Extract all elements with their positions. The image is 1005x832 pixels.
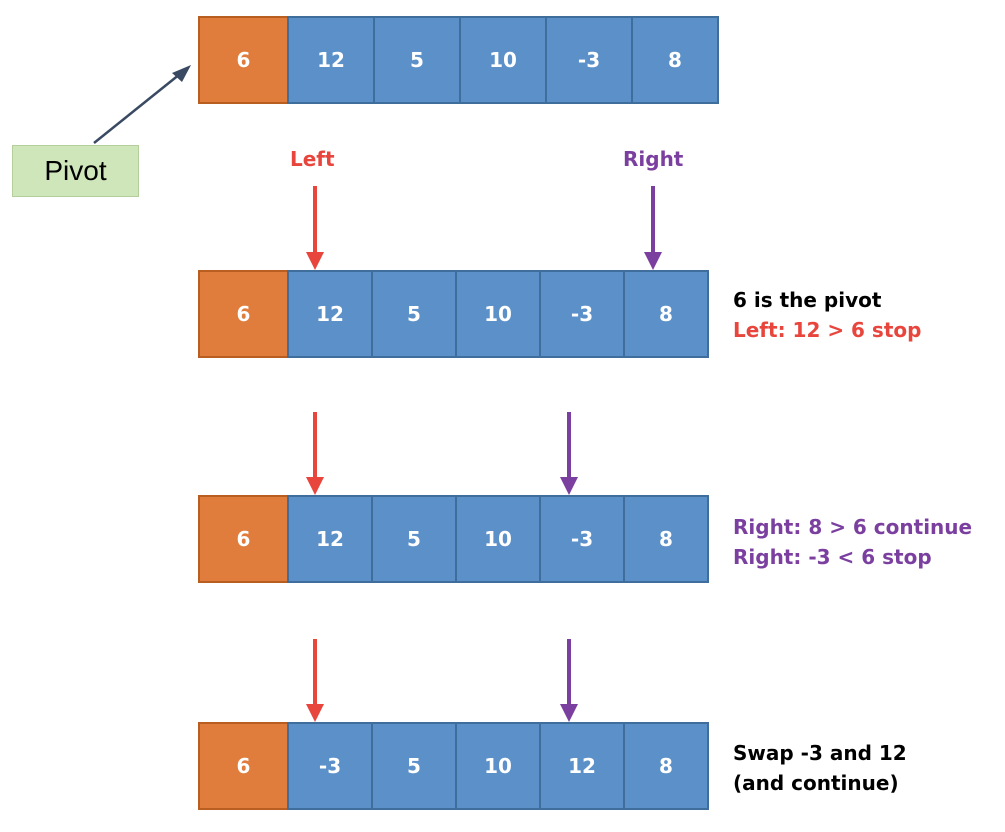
step3-note: Swap -3 and 12 (and continue) <box>733 738 907 798</box>
array-cell: -3 <box>539 270 625 358</box>
array-cell: 12 <box>287 16 375 104</box>
step3-note-line2: (and continue) <box>733 771 899 795</box>
step1-note-line2: Left: 12 > 6 stop <box>733 318 922 342</box>
array-cell: 5 <box>371 722 457 810</box>
array-row-step2: 6 12 5 10 -3 8 <box>198 495 709 583</box>
step2-note: Right: 8 > 6 continue Right: -3 < 6 stop <box>733 512 972 572</box>
array-cell: 10 <box>455 722 541 810</box>
step2-note-line1: Right: 8 > 6 continue <box>733 515 973 539</box>
array-cell-pivot: 6 <box>198 722 289 810</box>
array-cell: 8 <box>623 270 709 358</box>
array-cell: 12 <box>287 495 373 583</box>
left-pointer-arrow <box>306 639 324 722</box>
right-pointer-label: Right <box>623 147 684 171</box>
pivot-label: Pivot <box>12 145 139 197</box>
array-cell: 10 <box>455 270 541 358</box>
array-cell-pivot: 6 <box>198 270 289 358</box>
right-pointer-arrow <box>644 186 662 270</box>
step1-note-line1: 6 is the pivot <box>733 288 882 312</box>
left-pointer-arrow <box>306 186 324 270</box>
left-pointer-label: Left <box>290 147 335 171</box>
array-cell: 12 <box>287 270 373 358</box>
step2-note-line2: Right: -3 < 6 stop <box>733 545 932 569</box>
array-cell: 8 <box>623 722 709 810</box>
right-pointer-arrow <box>560 639 578 722</box>
pivot-callout-arrow <box>93 65 191 144</box>
step1-note: 6 is the pivot Left: 12 > 6 stop <box>733 285 921 345</box>
array-cell: 12 <box>539 722 625 810</box>
array-row-step1: 6 12 5 10 -3 8 <box>198 270 709 358</box>
right-pointer-arrow <box>560 412 578 495</box>
left-pointer-arrow <box>306 412 324 495</box>
array-cell: 5 <box>373 16 461 104</box>
array-cell-pivot: 6 <box>198 16 289 104</box>
step3-note-line1: Swap -3 and 12 <box>733 741 907 765</box>
array-row-step3: 6 -3 5 10 12 8 <box>198 722 709 810</box>
array-cell: 8 <box>623 495 709 583</box>
array-cell: -3 <box>287 722 373 810</box>
array-cell: 8 <box>631 16 719 104</box>
array-row-initial: 6 12 5 10 -3 8 <box>198 16 719 104</box>
